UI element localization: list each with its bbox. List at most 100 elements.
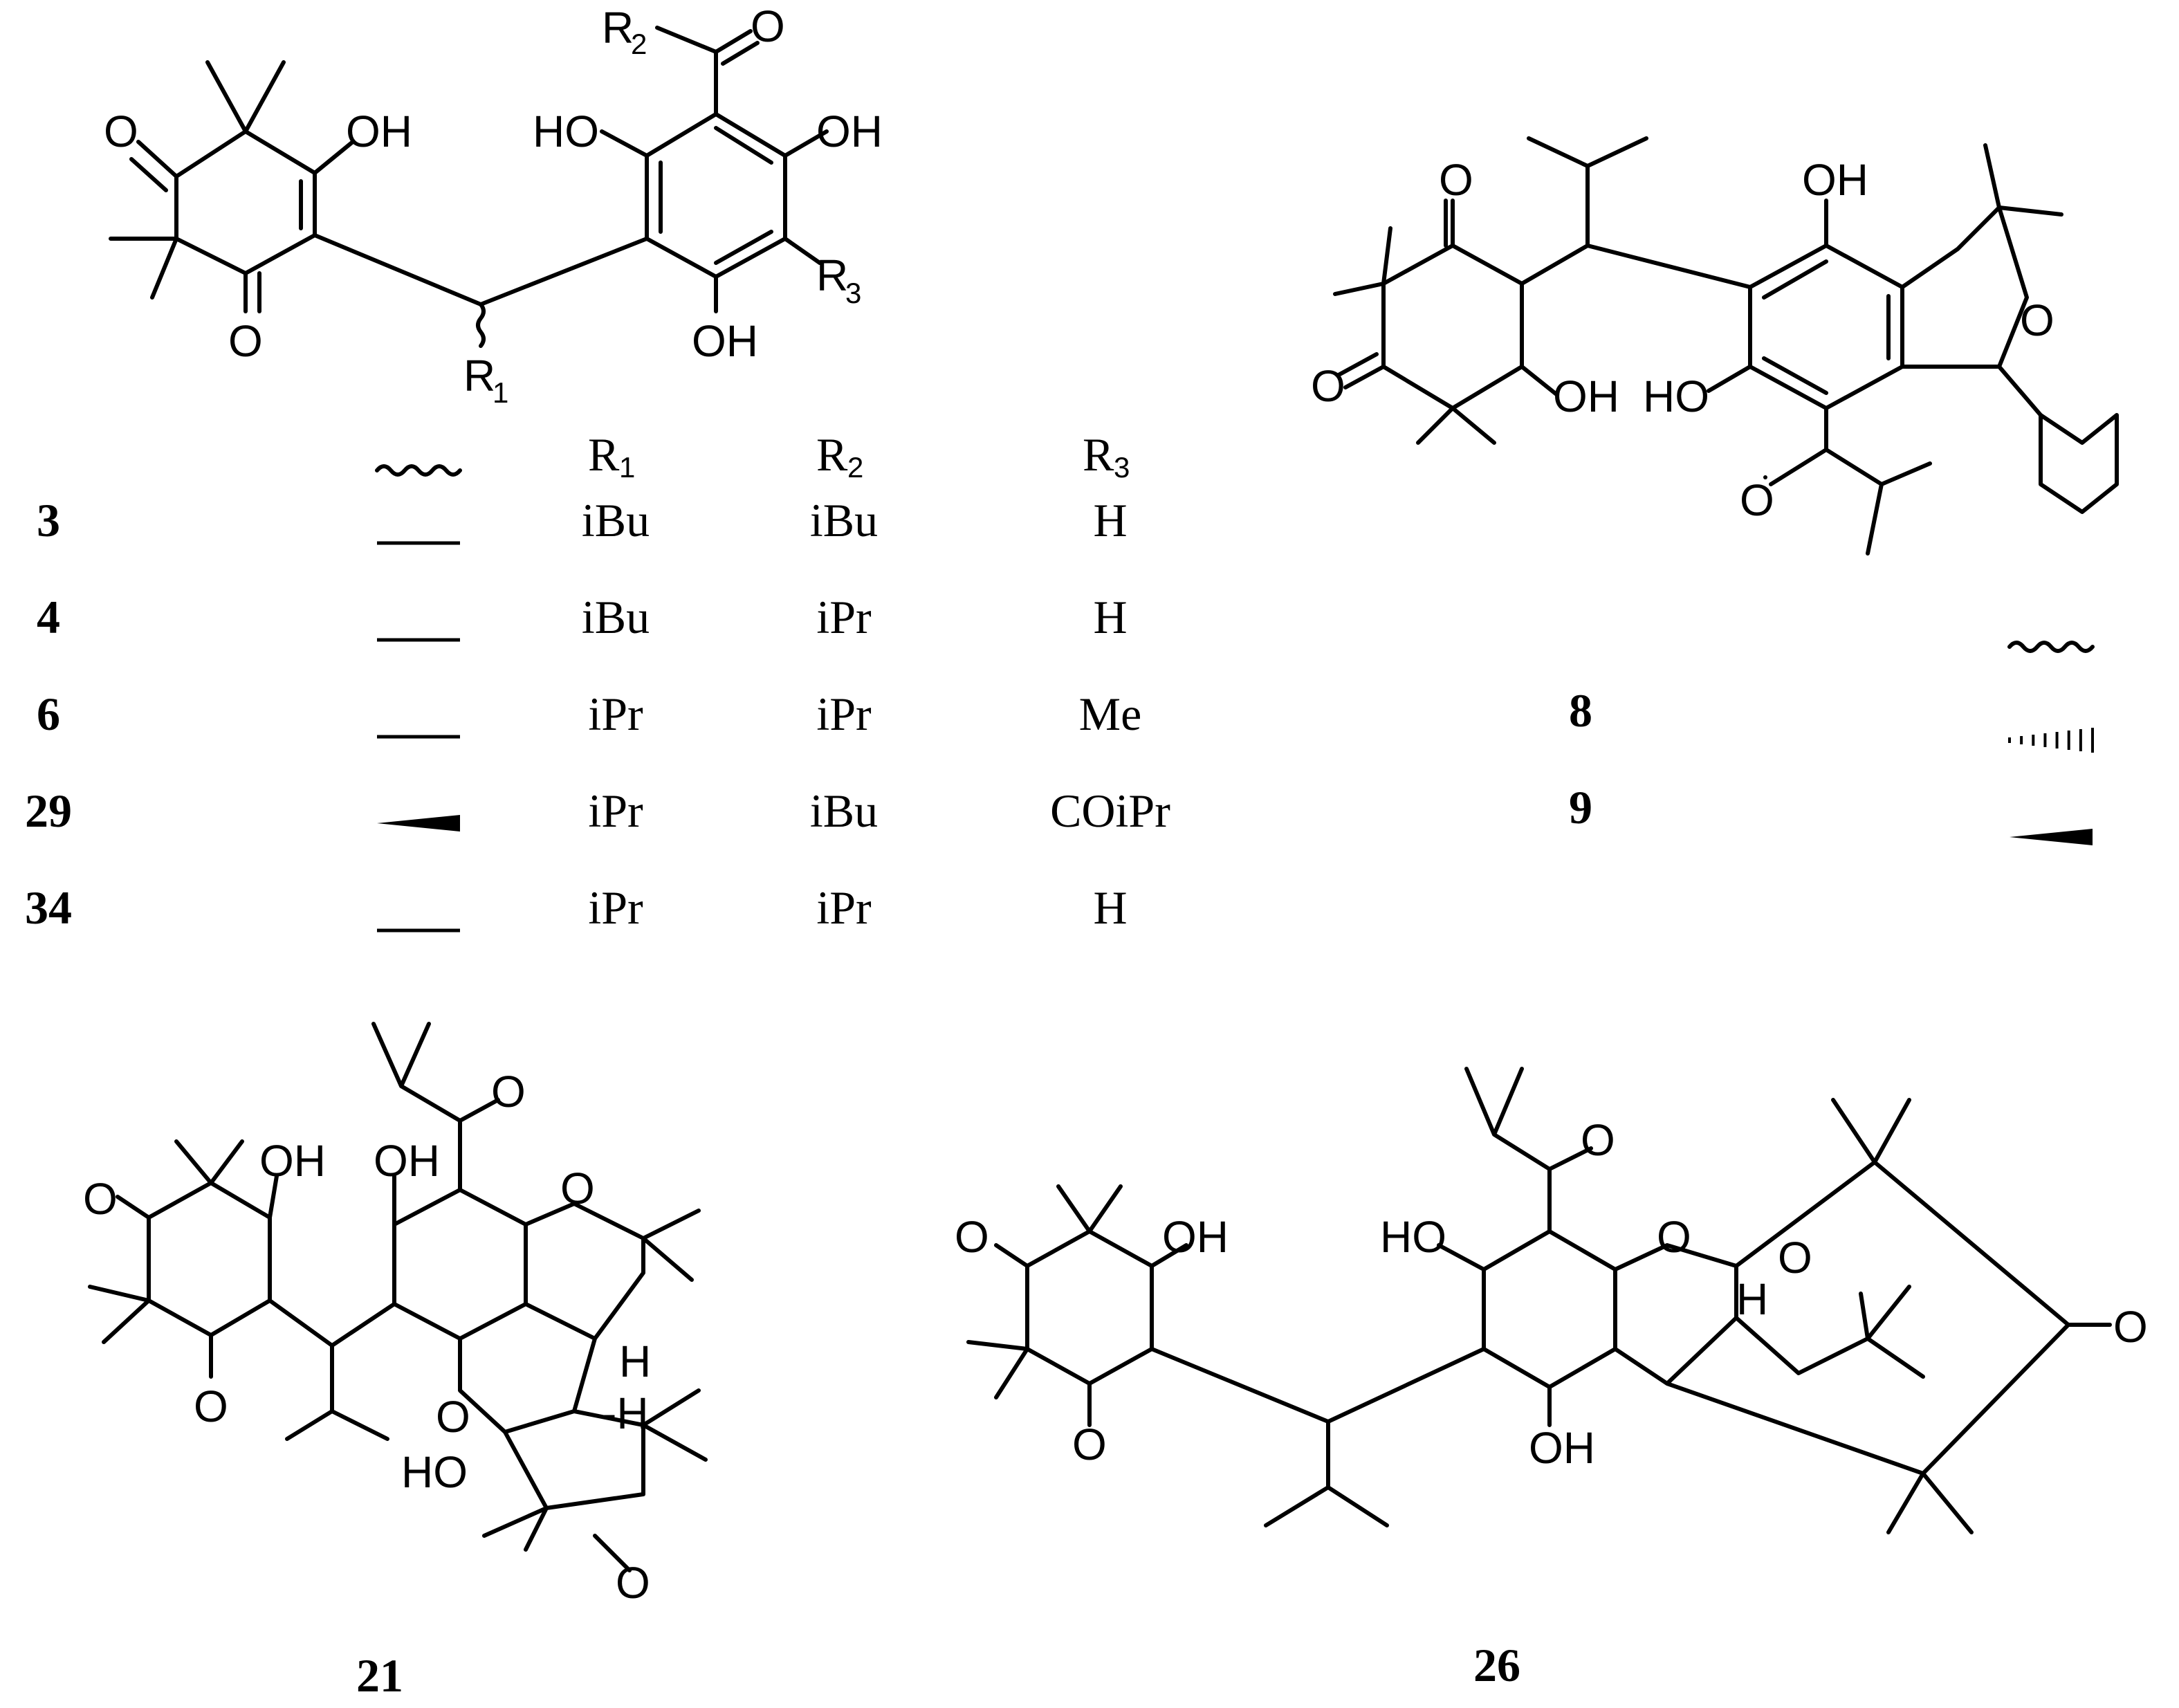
structure-a-aryl-inner xyxy=(659,126,773,265)
structure-c-ring2-subs xyxy=(371,1022,708,1572)
structure-a-o-top: O xyxy=(104,107,138,156)
structure-c-o-cp: O xyxy=(616,1558,650,1608)
table-row-r1: iBu xyxy=(582,494,650,547)
structure-b-ring1 xyxy=(1381,244,1524,410)
structure-c-ring1 xyxy=(147,1181,272,1337)
table-header-wavy xyxy=(375,464,462,477)
structure-d: O OH O O HO O O H OH O 26 xyxy=(955,1067,2148,1691)
structure-a-oh-bond xyxy=(313,140,355,175)
structure-a-r1-sub: 1 xyxy=(493,376,508,409)
structure-c-ho-hemi: HO xyxy=(401,1447,468,1497)
structure-c-oh-aryl: OH xyxy=(374,1136,440,1186)
structure-d-oh-enol: OH xyxy=(1162,1212,1229,1262)
structure-c-o-pyran2: O xyxy=(436,1392,470,1442)
structure-c-ring1-subs xyxy=(88,1139,396,1441)
structure-b-oh-ring: OH xyxy=(1553,371,1619,421)
table-row-id: 3 xyxy=(37,494,60,547)
structure-b-row-bond-mark xyxy=(2010,829,2093,845)
structure-c-ring2 xyxy=(392,1188,528,1341)
table-row-r3: Me xyxy=(1079,688,1142,740)
structure-b-ho-bottom: HO xyxy=(1643,371,1709,421)
structure-d-label: 26 xyxy=(1473,1639,1520,1691)
structure-a-wavy-r1 xyxy=(476,302,486,348)
table-row-r1: iPr xyxy=(588,784,643,837)
structure-d-o-left: O xyxy=(955,1212,989,1262)
structure-b-o-ketone2: O xyxy=(1311,361,1345,411)
structure-b-row-id: 8 xyxy=(1569,684,1592,737)
structure-a-oh-bottom: OH xyxy=(692,316,758,366)
structure-a-oh-enol: OH xyxy=(346,107,412,156)
structure-d-h: H xyxy=(1736,1274,1768,1324)
table-header-r1: R xyxy=(588,428,620,481)
structure-d-o-pyran: O xyxy=(1657,1212,1691,1262)
table-header-r2: R xyxy=(816,428,848,481)
structure-a-r2: R xyxy=(602,3,634,53)
structure-c-h2: -H xyxy=(602,1388,649,1438)
structure-a-co-left-2 xyxy=(129,157,168,192)
structure-b-wavy-legend xyxy=(2007,641,2095,653)
structure-a-methyls xyxy=(109,60,286,300)
structure-c-o-acyl: O xyxy=(491,1067,526,1117)
structure-b-aryl-subs xyxy=(1707,143,2063,555)
structure-a-ho-left: HO xyxy=(533,107,599,156)
table-header-r2-sub: 2 xyxy=(847,451,863,484)
structure-b-ring1-co xyxy=(1343,365,1386,389)
table-row-id: 4 xyxy=(37,591,60,643)
structure-b-oh-top: OH xyxy=(1802,155,1868,205)
structure-c-o-left: O xyxy=(83,1174,118,1224)
table-header-r1-sub: 1 xyxy=(619,451,635,484)
structure-a: O OH O R 2 O HO OH R 3 OH R 1 xyxy=(104,1,883,409)
structure-a-ring-bonds xyxy=(174,129,317,275)
structure-d-ho-aryl: HO xyxy=(1380,1212,1446,1262)
table-header-r3-sub: 3 xyxy=(1114,451,1130,484)
structure-d-oh-bottom: OH xyxy=(1529,1423,1595,1473)
structure-a-r3: R xyxy=(816,250,848,300)
table-row-r1: iBu xyxy=(582,591,650,643)
structure-c-oh-enol: OH xyxy=(259,1136,326,1186)
structure-b: O O OH OH HO O O 89 xyxy=(1311,136,2119,845)
structure-d-ring1-subs xyxy=(966,1184,1486,1527)
table-row-r1: iPr xyxy=(588,688,643,740)
table-row-id: 34 xyxy=(25,881,72,934)
structure-d-o-bottom: O xyxy=(1072,1420,1107,1469)
structure-b-o-ketone1: O xyxy=(1439,155,1473,205)
structure-b-row-id: 9 xyxy=(1569,781,1592,834)
structure-a-bridge xyxy=(313,233,649,306)
table-header-r3: R xyxy=(1083,428,1114,481)
structure-d-ring1 xyxy=(1025,1229,1154,1386)
structure-b-o-acyl: O xyxy=(1740,475,1774,525)
table-row-r2: iPr xyxy=(816,591,872,643)
structure-a-oh-right: OH xyxy=(816,107,883,156)
structure-b-o-ether: O xyxy=(2020,295,2054,345)
structure-d-o-ketone: O xyxy=(2113,1302,2148,1352)
structure-b-chain xyxy=(1520,136,1752,289)
structure-a-r1: R xyxy=(463,351,495,401)
structure-c-o-bottom: O xyxy=(194,1381,228,1431)
structure-a-aryl-subs xyxy=(600,26,829,313)
table-row-r3: H xyxy=(1093,591,1127,643)
table-row-r1: iPr xyxy=(588,881,643,934)
structure-c-h1: H xyxy=(619,1337,651,1386)
table-row-r2: iPr xyxy=(816,688,872,740)
structure-b-aryl-inner xyxy=(1762,259,1891,395)
structure-b-rows: 89 xyxy=(1569,684,2094,845)
structure-a-r3-sub: 3 xyxy=(845,277,861,309)
table-row-r2: iBu xyxy=(810,494,878,547)
structure-d-o-ring: O xyxy=(1778,1233,1812,1283)
table-row-r3: COiPr xyxy=(1050,784,1170,837)
structure-a-o-acyl: O xyxy=(751,1,785,51)
table-row-id: 6 xyxy=(37,688,60,740)
structure-a-co-left xyxy=(136,140,178,178)
structure-a-r2-sub: 2 xyxy=(631,28,647,60)
structure-d-o-acyl: O xyxy=(1581,1115,1615,1165)
structure-b-phenyl xyxy=(2039,413,2119,514)
table-row-r3: H xyxy=(1093,881,1127,934)
structure-b-ring1-subs xyxy=(1333,199,1559,445)
structure-a-acyl-double xyxy=(721,41,760,66)
structure-d-ring2 xyxy=(1482,1229,1617,1389)
structure-b-ring1-co-b xyxy=(1336,352,1379,377)
table-row-bond-mark xyxy=(377,815,460,832)
